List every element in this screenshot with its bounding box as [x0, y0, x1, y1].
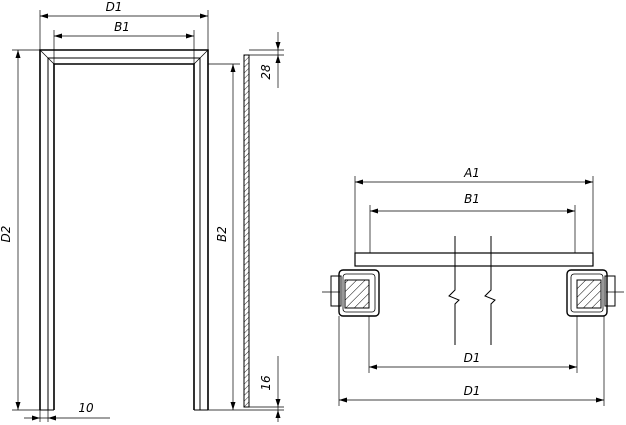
- label-D1-section-outer: D1: [464, 384, 481, 398]
- label-10: 10: [78, 401, 94, 415]
- label-D2: D2: [0, 226, 13, 243]
- section-door-plate: [354, 252, 594, 267]
- label-B1-section: B1: [464, 192, 480, 206]
- wall-right-edge: [484, 236, 496, 345]
- label-A1: A1: [463, 166, 480, 180]
- mitre-top-right: [193, 49, 209, 65]
- frame-inner-outline: [53, 63, 195, 410]
- front-elevation: [39, 49, 250, 411]
- dimension-B1-front: B1: [53, 20, 195, 64]
- label-16: 16: [259, 375, 273, 391]
- frame-outer-outline: [39, 49, 209, 410]
- dimension-D1-section-inner: D1: [368, 316, 578, 373]
- mitre-top-left: [39, 49, 55, 65]
- right-frame-profile: [566, 269, 624, 317]
- dimension-16: 16: [208, 356, 284, 422]
- section-view: [322, 236, 624, 345]
- dimension-10: 10: [24, 401, 110, 422]
- label-28: 28: [259, 64, 273, 80]
- left-frame-profile: [322, 269, 380, 317]
- label-B1-front: B1: [114, 20, 130, 34]
- dimension-D1-front: D1: [39, 0, 209, 50]
- wall-left-edge: [448, 236, 460, 345]
- dimension-B2: B2: [208, 63, 240, 410]
- door-leaf-profile: [243, 54, 250, 408]
- dimension-A1: A1: [354, 166, 594, 253]
- label-D1-front: D1: [106, 0, 123, 14]
- dimension-28: 28: [249, 32, 284, 88]
- dimension-D2: D2: [0, 49, 40, 411]
- dimension-D1-section-outer: D1: [338, 316, 605, 406]
- label-B2: B2: [215, 226, 229, 242]
- label-D1-section-inner: D1: [464, 351, 481, 365]
- dimension-B1-section: B1: [369, 192, 576, 253]
- frame-rebate-line: [47, 57, 201, 410]
